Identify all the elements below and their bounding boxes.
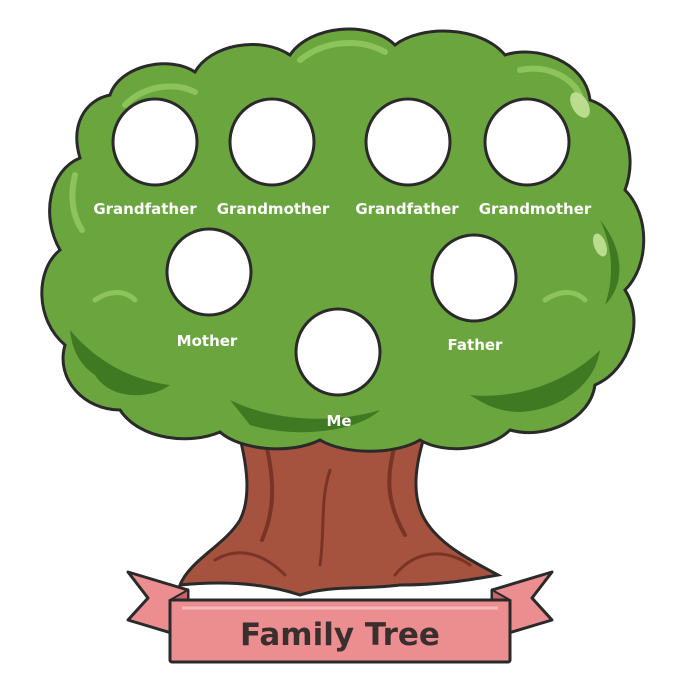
label-me: Me — [326, 412, 351, 430]
member-labels: Grandfather Grandmother Grandfather Gran… — [93, 200, 592, 430]
photo-frame-grandfather-1 — [111, 97, 199, 187]
photo-frames — [111, 97, 571, 397]
photo-frame-grandfather-2 — [364, 97, 452, 187]
banner-title: Family Tree — [240, 617, 440, 653]
title-banner: Family Tree — [126, 570, 554, 664]
photo-frame-grandmother-1 — [228, 97, 316, 187]
photo-frame-father — [430, 233, 518, 323]
label-grandmother-1: Grandmother — [217, 200, 330, 218]
photo-frame-grandmother-2 — [483, 97, 571, 187]
label-mother: Mother — [177, 332, 238, 350]
label-father: Father — [448, 336, 504, 354]
photo-frame-mother — [165, 227, 253, 317]
tree-trunk — [177, 418, 503, 597]
label-grandfather-1: Grandfather — [93, 200, 197, 218]
label-grandfather-2: Grandfather — [355, 200, 459, 218]
label-grandmother-2: Grandmother — [479, 200, 592, 218]
photo-frame-me — [294, 307, 382, 397]
